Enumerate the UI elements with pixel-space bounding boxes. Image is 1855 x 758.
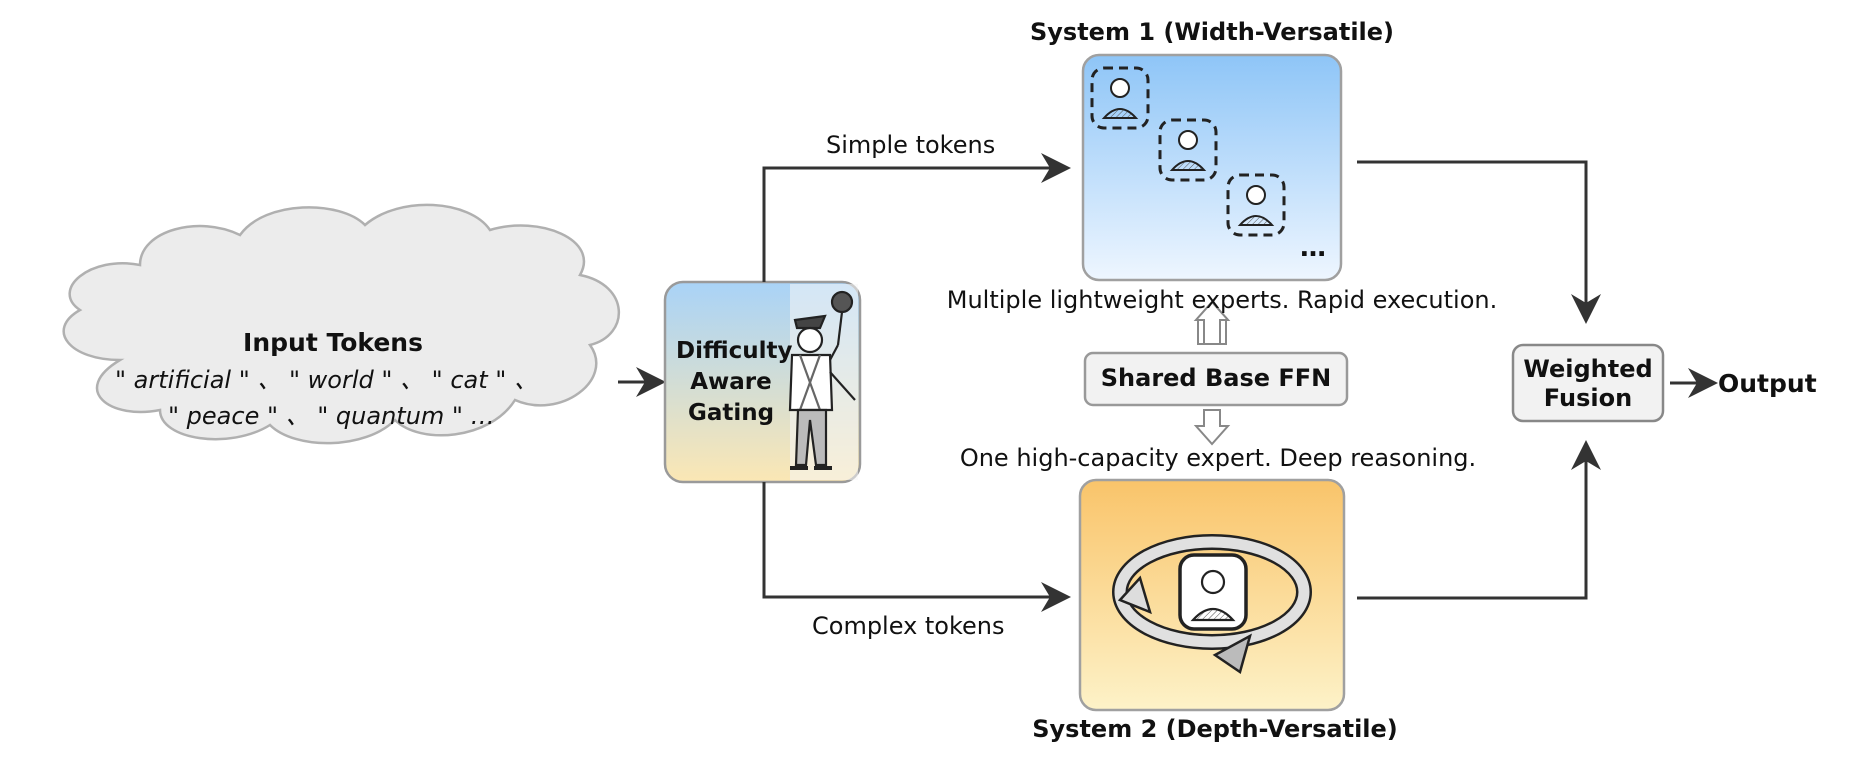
output-label: Output (1718, 369, 1817, 398)
system2-caption: One high-capacity expert. Deep reasoning… (959, 444, 1477, 472)
shared-ffn-box (1083, 351, 1349, 407)
input-title: Input Tokens (243, 328, 423, 357)
system1-title: System 1 (Width-Versatile) (1029, 18, 1395, 46)
expert-icon-2 (1158, 118, 1218, 182)
route-simple-label: Simple tokens (826, 131, 996, 159)
gating-label: Difficulty Aware Gating (676, 338, 793, 426)
input-tokens-line2: " peace " 、 " quantum " … (168, 402, 495, 430)
link-system2-to-fusion (1357, 440, 1601, 600)
fusion-box (1511, 343, 1665, 423)
fusion-label: Weighted Fusion (1523, 355, 1653, 412)
system2-title: System 2 (Depth-Versatile) (1032, 715, 1398, 743)
link-system1-to-fusion (1357, 160, 1601, 324)
route-complex-label: Complex tokens (812, 612, 1005, 640)
recurrent-expert-icon (1112, 534, 1312, 675)
route-complex (762, 482, 1071, 612)
input-cloud (62, 203, 620, 445)
expert-icon-1 (1090, 66, 1150, 130)
system1-caption: Multiple lightweight experts. Rapid exec… (946, 286, 1498, 314)
system1-ellipsis: … (1300, 233, 1326, 263)
input-tokens-line1: " artificial " 、 " world " 、 " cat " 、 (115, 366, 538, 394)
shared-ffn-label: Shared Base FFN (1100, 364, 1332, 392)
expert-icon-3 (1226, 173, 1286, 237)
traffic-officer-icon (788, 290, 856, 470)
shared-arrow-down (1193, 409, 1231, 446)
route-simple (762, 153, 1071, 282)
shared-arrow-up-head (1193, 300, 1231, 345)
